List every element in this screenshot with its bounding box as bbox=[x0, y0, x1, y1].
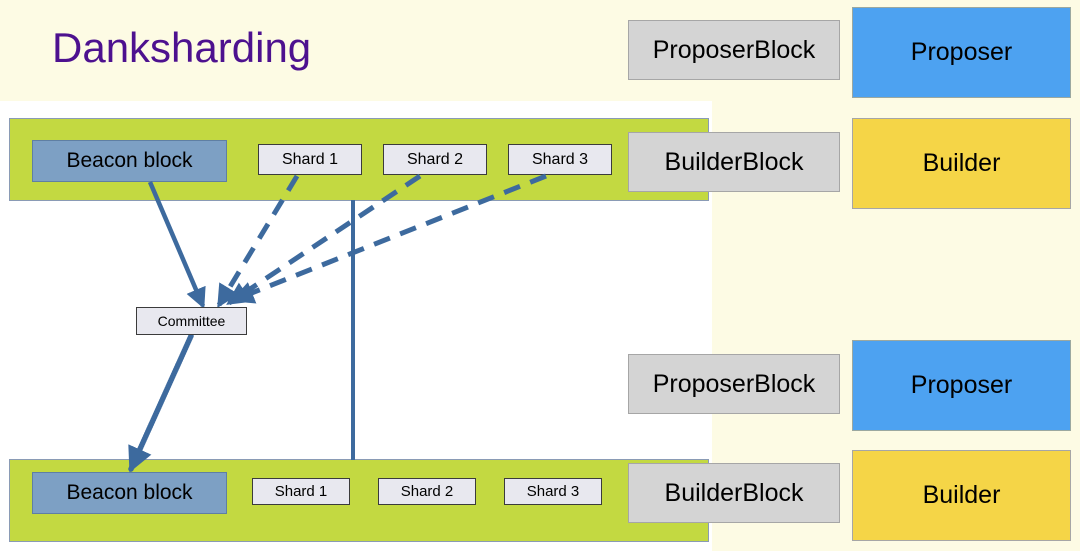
page-title: Danksharding bbox=[52, 24, 312, 71]
shard-box-top-2[interactable]: Shard 2 bbox=[383, 144, 487, 175]
builder-block-bottom[interactable]: BuilderBlock bbox=[628, 463, 840, 523]
proposer-block-top[interactable]: ProposerBlock bbox=[628, 20, 840, 80]
shard-box-bottom-2[interactable]: Shard 2 bbox=[378, 478, 476, 505]
beacon-block-top[interactable]: Beacon block bbox=[32, 140, 227, 182]
shard-box-bottom-1[interactable]: Shard 1 bbox=[252, 478, 350, 505]
edge-committee-to-beacon bbox=[128, 333, 194, 473]
shard-box-top-3[interactable]: Shard 3 bbox=[508, 144, 612, 175]
proposer-bottom[interactable]: Proposer bbox=[852, 340, 1071, 431]
committee-box[interactable]: Committee bbox=[136, 307, 247, 335]
builder-block-top[interactable]: BuilderBlock bbox=[628, 132, 840, 192]
builder-bottom[interactable]: Builder bbox=[852, 450, 1071, 541]
proposer-block-bottom[interactable]: ProposerBlock bbox=[628, 354, 840, 414]
shard-box-bottom-3[interactable]: Shard 3 bbox=[504, 478, 602, 505]
builder-top[interactable]: Builder bbox=[852, 118, 1071, 209]
proposer-top[interactable]: Proposer bbox=[852, 7, 1071, 98]
shard-box-top-1[interactable]: Shard 1 bbox=[258, 144, 362, 175]
beacon-block-bottom[interactable]: Beacon block bbox=[32, 472, 227, 514]
